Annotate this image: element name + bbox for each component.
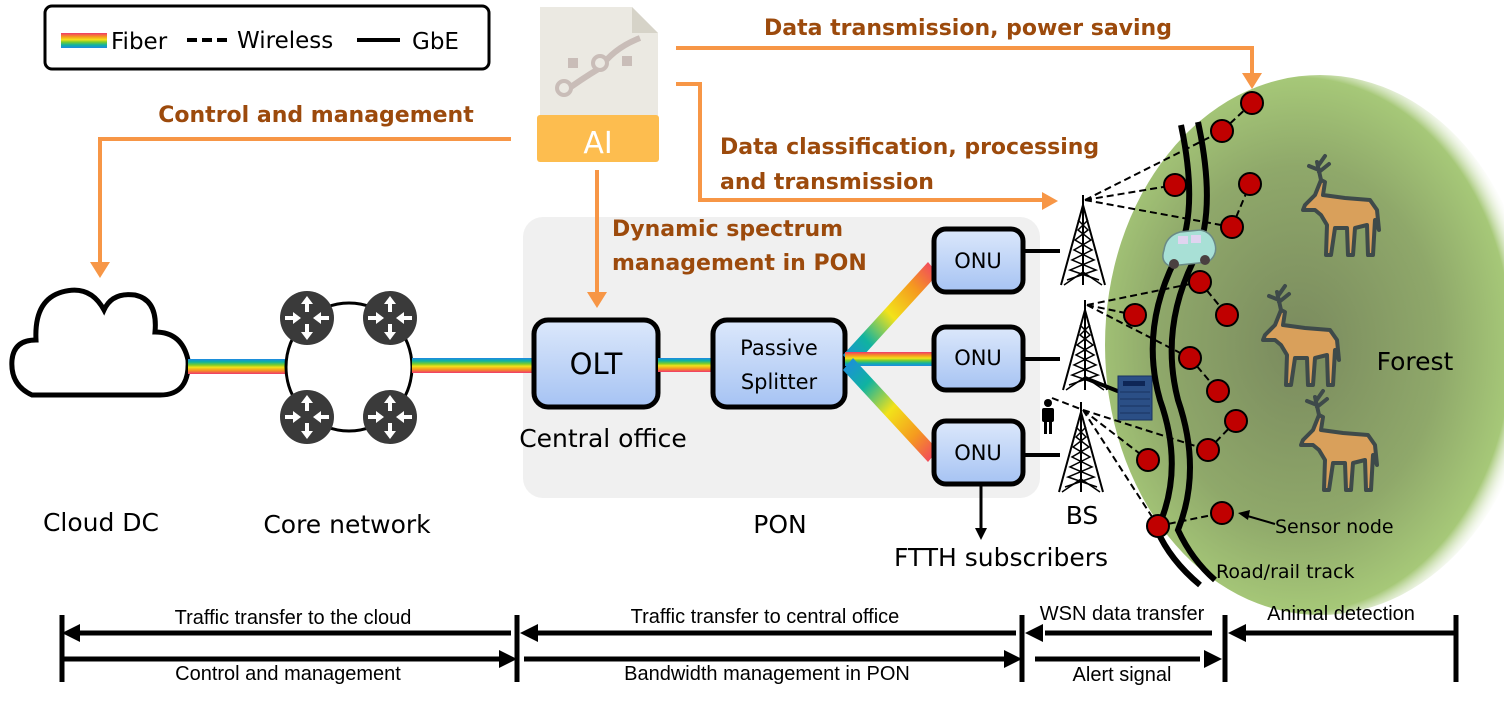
sensor-node-icon — [1220, 215, 1244, 239]
label-dsm-2: management in PON — [612, 251, 867, 276]
sensor-node-icon — [1196, 438, 1220, 462]
sensor-node-icon — [1123, 303, 1147, 327]
label-data-class-1: Data classification, processing — [720, 135, 1099, 160]
label-dsm-1: Dynamic spectrum — [612, 217, 843, 242]
fiber-splitter-onu2 — [845, 352, 935, 366]
onu-label: ONU — [954, 441, 1002, 465]
label-control-management: Control and management — [158, 103, 474, 128]
label-forest: Forest — [1377, 347, 1454, 376]
sensor-node-icon — [1206, 379, 1230, 403]
fiber-splitter-onu3 — [843, 358, 938, 462]
onu-label: ONU — [954, 249, 1002, 273]
label-cloud-dc: Cloud DC — [43, 508, 159, 537]
onu-3: ONU — [931, 418, 1026, 487]
orange-arrows — [96, 46, 1256, 304]
label-data-class-2: and transmission — [720, 170, 934, 195]
sensor-node-icon — [1210, 501, 1234, 525]
flow-pon-bottom: Bandwidth management in PON — [624, 663, 910, 685]
olt-label: OLT — [570, 347, 623, 381]
arrow-data-tx-power — [676, 46, 1256, 86]
router-icon — [363, 291, 417, 345]
sensor-node-icon — [1215, 303, 1239, 327]
sensor-node-icon — [1238, 172, 1262, 196]
sensor-node-icon — [1178, 346, 1202, 370]
sensor-node-icon — [1136, 448, 1160, 472]
sensor-nodes — [1123, 91, 1264, 538]
label-data-tx-power: Data transmission, power saving — [764, 16, 1172, 41]
fiber-splitter-onu1 — [843, 262, 938, 367]
label-central-office: Central office — [519, 424, 687, 453]
onu-2: ONU — [931, 324, 1026, 393]
label-road-rail: Road/rail track — [1216, 561, 1354, 583]
flow-pon-top: Traffic transfer to central office — [631, 606, 900, 628]
legend: Fiber Wireless GbE — [43, 4, 491, 71]
fiber-legend-swatch — [61, 33, 107, 48]
flow-cloud-top: Traffic transfer to the cloud — [175, 607, 412, 629]
flow-cloud-bottom: Control and management — [175, 663, 401, 685]
legend-fiber-label: Fiber — [111, 29, 168, 55]
flow-bs-top: WSN data transfer — [1040, 603, 1205, 625]
cloud-icon — [9, 287, 191, 398]
fiber-cloud-core — [188, 359, 297, 374]
base-station-tower-icon — [1058, 401, 1104, 493]
ai-label: AI — [583, 126, 612, 161]
sensor-node-icon — [1210, 119, 1234, 143]
sensor-node-icon — [1146, 514, 1170, 538]
core-network — [280, 291, 417, 444]
sensor-node-icon — [1163, 173, 1187, 197]
sensor-node-icon — [1224, 409, 1248, 433]
sensor-node-icon — [1188, 270, 1212, 294]
router-icon — [280, 291, 334, 345]
car-icon — [1162, 229, 1217, 269]
onu-1: ONU — [931, 226, 1026, 295]
fiber-core-olt — [412, 358, 536, 373]
router-icon — [363, 390, 417, 444]
flow-forest-top: Animal detection — [1267, 603, 1415, 625]
arrow-control-management — [96, 137, 511, 272]
splitter-label-2: Splitter — [741, 370, 818, 394]
base-station-tower-icon — [1060, 194, 1106, 286]
base-station-tower-icon — [1062, 299, 1108, 391]
sensor-node-icon — [1240, 91, 1264, 115]
flow-bs-bottom: Alert signal — [1073, 664, 1172, 686]
arrow-data-classification — [676, 82, 1052, 204]
fiber-olt-splitter — [658, 358, 714, 372]
flow-arrows — [59, 615, 1459, 682]
legend-wireless-label: Wireless — [237, 28, 333, 54]
person-icon — [1042, 399, 1054, 434]
label-bs: BS — [1066, 501, 1099, 530]
label-ftth: FTTH subscribers — [894, 543, 1108, 572]
legend-gbe-label: GbE — [412, 29, 459, 55]
label-core-network: Core network — [263, 510, 431, 539]
router-icon — [280, 390, 334, 444]
splitter-label-1: Passive — [740, 336, 818, 360]
ai-file-icon: AI — [537, 7, 659, 162]
onu-label: ONU — [954, 346, 1002, 370]
label-pon: PON — [753, 510, 806, 539]
label-sensor-node: Sensor node — [1275, 516, 1394, 538]
server-icon — [1117, 375, 1153, 421]
